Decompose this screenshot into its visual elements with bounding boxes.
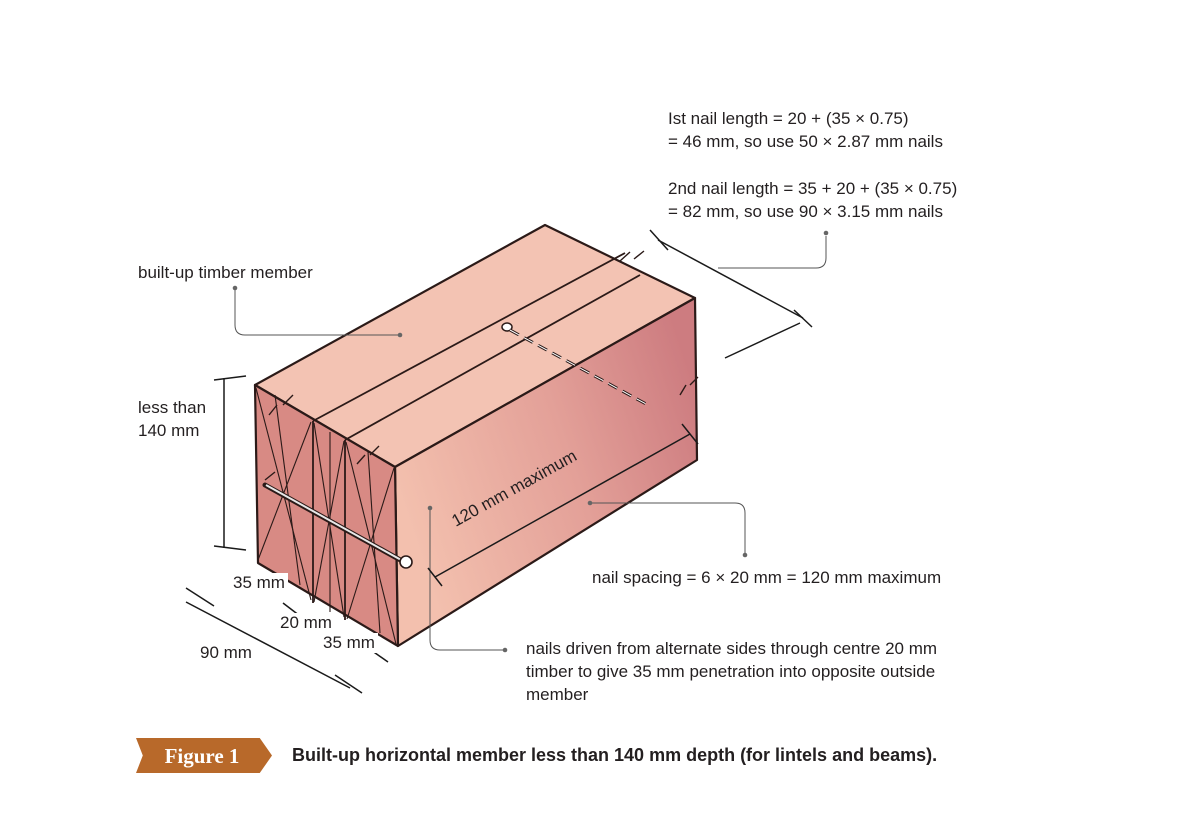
top-nail bbox=[501, 322, 649, 407]
figure-badge-label: Figure 1 bbox=[164, 744, 240, 768]
nail-calc-1-line2: = 46 mm, so use 50 × 2.87 mm nails bbox=[668, 132, 943, 151]
nails-note-line1: nails driven from alternate sides throug… bbox=[526, 639, 938, 658]
outer-35mm-label-a: 35 mm bbox=[230, 573, 288, 593]
end-face bbox=[253, 383, 400, 648]
figure-badge: Figure 1 bbox=[136, 738, 272, 773]
leader-dots bbox=[232, 230, 829, 653]
member-label: built-up timber member bbox=[138, 263, 313, 282]
nails-note-line2: timber to give 35 mm penetration into op… bbox=[526, 662, 936, 681]
nail-calc-1-line1: Ist nail length = 20 + (35 × 0.75) bbox=[668, 109, 909, 128]
depth-dimension bbox=[213, 375, 247, 551]
top-width-dimension bbox=[649, 229, 813, 359]
joint-line-top-2 bbox=[344, 274, 641, 441]
nail-calc-2-line1: 2nd nail length = 35 + 20 + (35 × 0.75) bbox=[668, 179, 958, 198]
depth-label-line2: 140 mm bbox=[138, 421, 200, 440]
inner-20mm-label: 20 mm bbox=[277, 613, 335, 633]
nail-calc-2-line2: = 82 mm, so use 90 × 3.15 mm nails bbox=[668, 202, 943, 221]
figure-caption: Built-up horizontal member less than 140… bbox=[292, 745, 938, 765]
width-90mm-label: 90 mm bbox=[200, 643, 252, 662]
front-nail bbox=[262, 482, 413, 569]
nails-note-line3: member bbox=[526, 685, 589, 704]
outer-35mm-label-b: 35 mm bbox=[320, 633, 378, 653]
nail-spacing-label: nail spacing = 6 × 20 mm = 120 mm maximu… bbox=[592, 568, 942, 587]
joint-line-top-1 bbox=[312, 252, 626, 422]
depth-label-line1: less than bbox=[138, 398, 207, 417]
leader-lines bbox=[234, 236, 827, 651]
spacing-dimension bbox=[427, 423, 699, 587]
edge-ticks bbox=[264, 250, 699, 481]
